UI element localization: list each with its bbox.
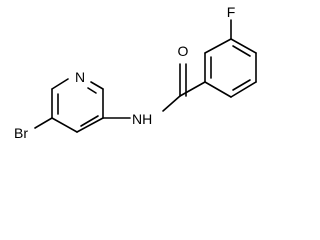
atom-label-f: F [227,4,236,20]
bond-pyr-c2-n [90,81,104,90]
bond-benz-5-6 [230,81,257,98]
bond-pyr-c4-c3 [76,117,104,133]
bond-nh-carbonyl [162,95,181,112]
bond-benz-3-4-double [232,45,251,57]
chemical-structure-diagram: Br N NH O F [14,4,257,141]
bond-benz-3-4 [230,38,257,54]
atom-label-o: O [178,43,189,59]
bond-pyr-c3-c4-double [80,115,99,127]
atom-label-br: Br [14,125,28,141]
bond-c-br [34,117,53,129]
benzene-ring [204,38,257,98]
pyridine-ring [51,78,104,133]
bond-pyr-c5-c4 [51,117,78,133]
bond-benz-5-6-double [232,79,251,91]
atom-label-pyridine-n: N [75,69,85,85]
bond-carbonyl-aryl [179,81,206,97]
atom-label-nh: NH [132,111,152,127]
bond-pyr-n-c2-double [87,87,97,94]
bond-benz-6-1 [204,81,232,98]
bond-benz-2-3 [204,38,232,54]
bond-pyr-n-c6 [51,78,69,90]
